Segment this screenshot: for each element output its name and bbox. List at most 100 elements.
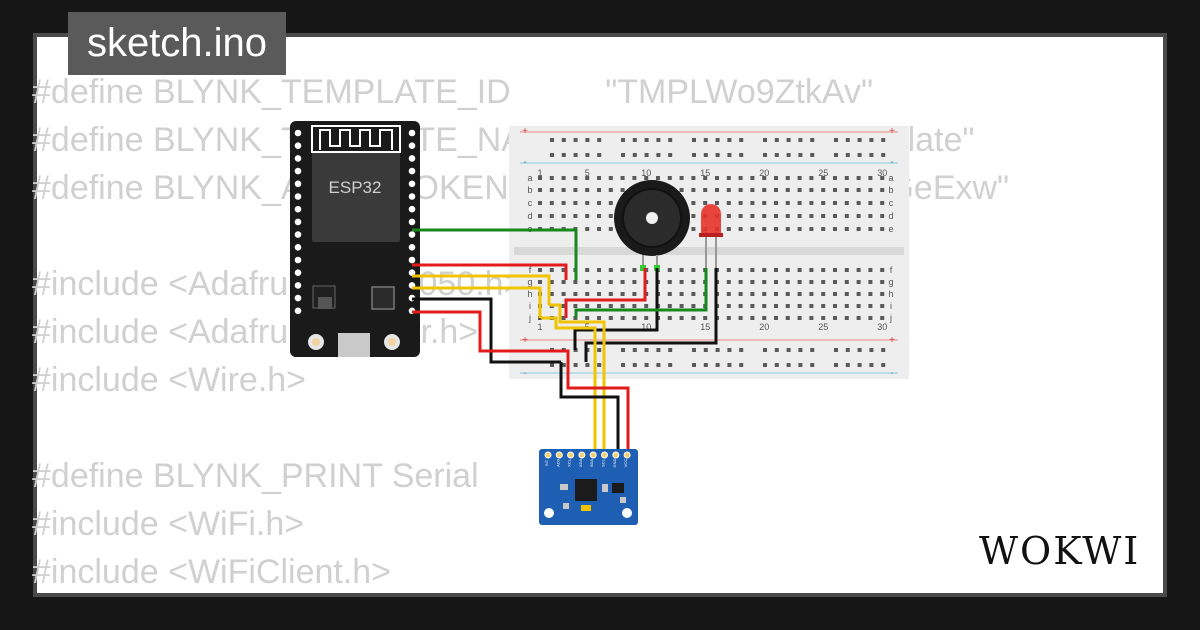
breadboard-rail-sign: - — [890, 368, 893, 379]
esp32-pin[interactable] — [408, 142, 416, 149]
breadboard-column-number: 10 — [641, 168, 651, 178]
esp32-pins — [294, 129, 416, 315]
wire-black-buzzer — [573, 268, 659, 350]
code-line: #include <WiFi.h> — [32, 505, 305, 543]
esp32-pin[interactable] — [294, 294, 302, 302]
esp32-pin[interactable] — [408, 256, 416, 264]
breadboard-rail-sign: + — [522, 126, 528, 137]
esp32-pin[interactable] — [408, 218, 416, 226]
esp32-pin[interactable] — [294, 218, 302, 226]
breadboard-rail-sign: - — [890, 157, 893, 168]
mpu6050-pin-label: SDA — [589, 459, 594, 468]
esp32-pin[interactable] — [294, 269, 302, 277]
mpu6050-pin[interactable] — [623, 451, 631, 459]
mpu6050-pin[interactable] — [612, 451, 620, 459]
breadboard-row-letter: i — [890, 301, 892, 311]
breadboard-row-letter: j — [889, 313, 892, 323]
esp32-pin[interactable] — [408, 231, 416, 238]
esp32-pin[interactable] — [294, 282, 302, 289]
mpu6050-pin-label: XDA — [578, 459, 583, 468]
wire-black-led — [584, 268, 718, 362]
breadboard-rail-sign: + — [889, 126, 895, 137]
breadboard-row-letter: f — [890, 265, 893, 275]
breadboard-column-number: 20 — [759, 322, 769, 332]
breadboard-column-number: 25 — [818, 322, 828, 332]
wire-green-esp-buzzer — [412, 228, 578, 280]
esp32-pin[interactable] — [294, 244, 302, 251]
esp32-pin[interactable] — [408, 244, 416, 251]
esp32-pin[interactable] — [294, 142, 302, 149]
code-line: #define BLYNK_PRINT Serial — [32, 457, 479, 495]
esp32-board[interactable]: ESP32 — [290, 121, 420, 357]
code-line: #include <WiFiClient.h> — [32, 553, 392, 591]
wire-black-mpu-gnd — [559, 362, 620, 452]
wire-yellow-esp-2 — [412, 286, 542, 318]
breadboard-row-letter: g — [527, 277, 532, 287]
wire-red-esp-vcc — [412, 310, 552, 353]
breadboard-row-letter: e — [888, 224, 893, 234]
esp32-pin[interactable] — [294, 155, 302, 162]
breadboard-row-letter: d — [888, 211, 893, 221]
wire-red-esp — [412, 263, 568, 280]
mpu6050-pin[interactable] — [555, 451, 563, 459]
wire-red-mpu-vcc — [552, 349, 630, 452]
mpu6050-pin-label: VCC — [623, 459, 628, 468]
esp32-pin[interactable] — [408, 167, 416, 175]
mpu6050-pin[interactable] — [567, 451, 575, 459]
code-line: #define BLYNK_TEMPLATE_ID "TMPLWo9ZtkAv" — [32, 73, 874, 111]
esp32-pin[interactable] — [294, 193, 302, 200]
esp32-pin[interactable] — [408, 193, 416, 200]
breadboard-row-letter: h — [527, 289, 532, 299]
esp32-pin[interactable] — [294, 205, 302, 213]
esp32-chip-label: ESP32 — [329, 178, 382, 197]
mpu6050-pin[interactable] — [601, 451, 608, 459]
esp32-pin[interactable] — [408, 269, 416, 277]
file-name-tab[interactable]: sketch.ino — [68, 12, 286, 75]
mpu6050-pin-label: XCL — [567, 458, 572, 467]
breadboard-column-number: 30 — [877, 168, 887, 178]
breadboard-row-letter: j — [528, 313, 531, 323]
breadboard-row-letter: d — [527, 211, 532, 221]
esp32-pin[interactable] — [294, 307, 302, 315]
breadboard-rail-sign: + — [522, 335, 528, 346]
mpu6050-pin[interactable] — [589, 451, 597, 459]
breadboard-row-letter: a — [527, 173, 532, 183]
breadboard-rail-sign: - — [523, 368, 526, 379]
red-led[interactable] — [699, 204, 723, 268]
mpu6050-pin[interactable] — [578, 451, 586, 459]
breadboard-rail-sign: + — [889, 335, 895, 346]
breadboard-column-number: 1 — [537, 322, 542, 332]
breadboard-row-letter: h — [888, 289, 893, 299]
breadboard-column-number: 30 — [877, 322, 887, 332]
wire-red-buzzer — [564, 268, 647, 318]
esp32-pin[interactable] — [294, 180, 302, 188]
breadboard-rail-sign: - — [523, 157, 526, 168]
esp32-pin[interactable] — [408, 205, 416, 213]
esp32-pin[interactable] — [408, 129, 416, 137]
esp32-pin[interactable] — [408, 155, 416, 162]
code-line: #include <Wire.h> — [32, 361, 307, 399]
breadboard-row-letter: g — [888, 277, 893, 287]
breadboard-column-number: 25 — [818, 168, 828, 178]
esp32-pin[interactable] — [294, 129, 302, 137]
wire-yellow-sda — [541, 316, 597, 452]
breadboard-column-number: 10 — [641, 322, 651, 332]
mpu6050-pin[interactable] — [544, 451, 552, 459]
breadboard-row-letter: b — [888, 185, 893, 195]
wokwi-logo: WOKWI — [979, 529, 1138, 573]
breadboard-column-number: 15 — [700, 322, 710, 332]
esp32-pin[interactable] — [294, 231, 302, 238]
buzzer[interactable] — [614, 180, 690, 271]
breadboard-column-number: 1 — [537, 168, 542, 178]
breadboard-column-number: 15 — [700, 168, 710, 178]
wires — [412, 228, 718, 452]
esp32-pin[interactable] — [294, 167, 302, 175]
esp32-pin[interactable] — [408, 180, 416, 188]
esp32-pin[interactable] — [294, 256, 302, 264]
mpu6050-pin-label: SCL — [601, 458, 606, 467]
